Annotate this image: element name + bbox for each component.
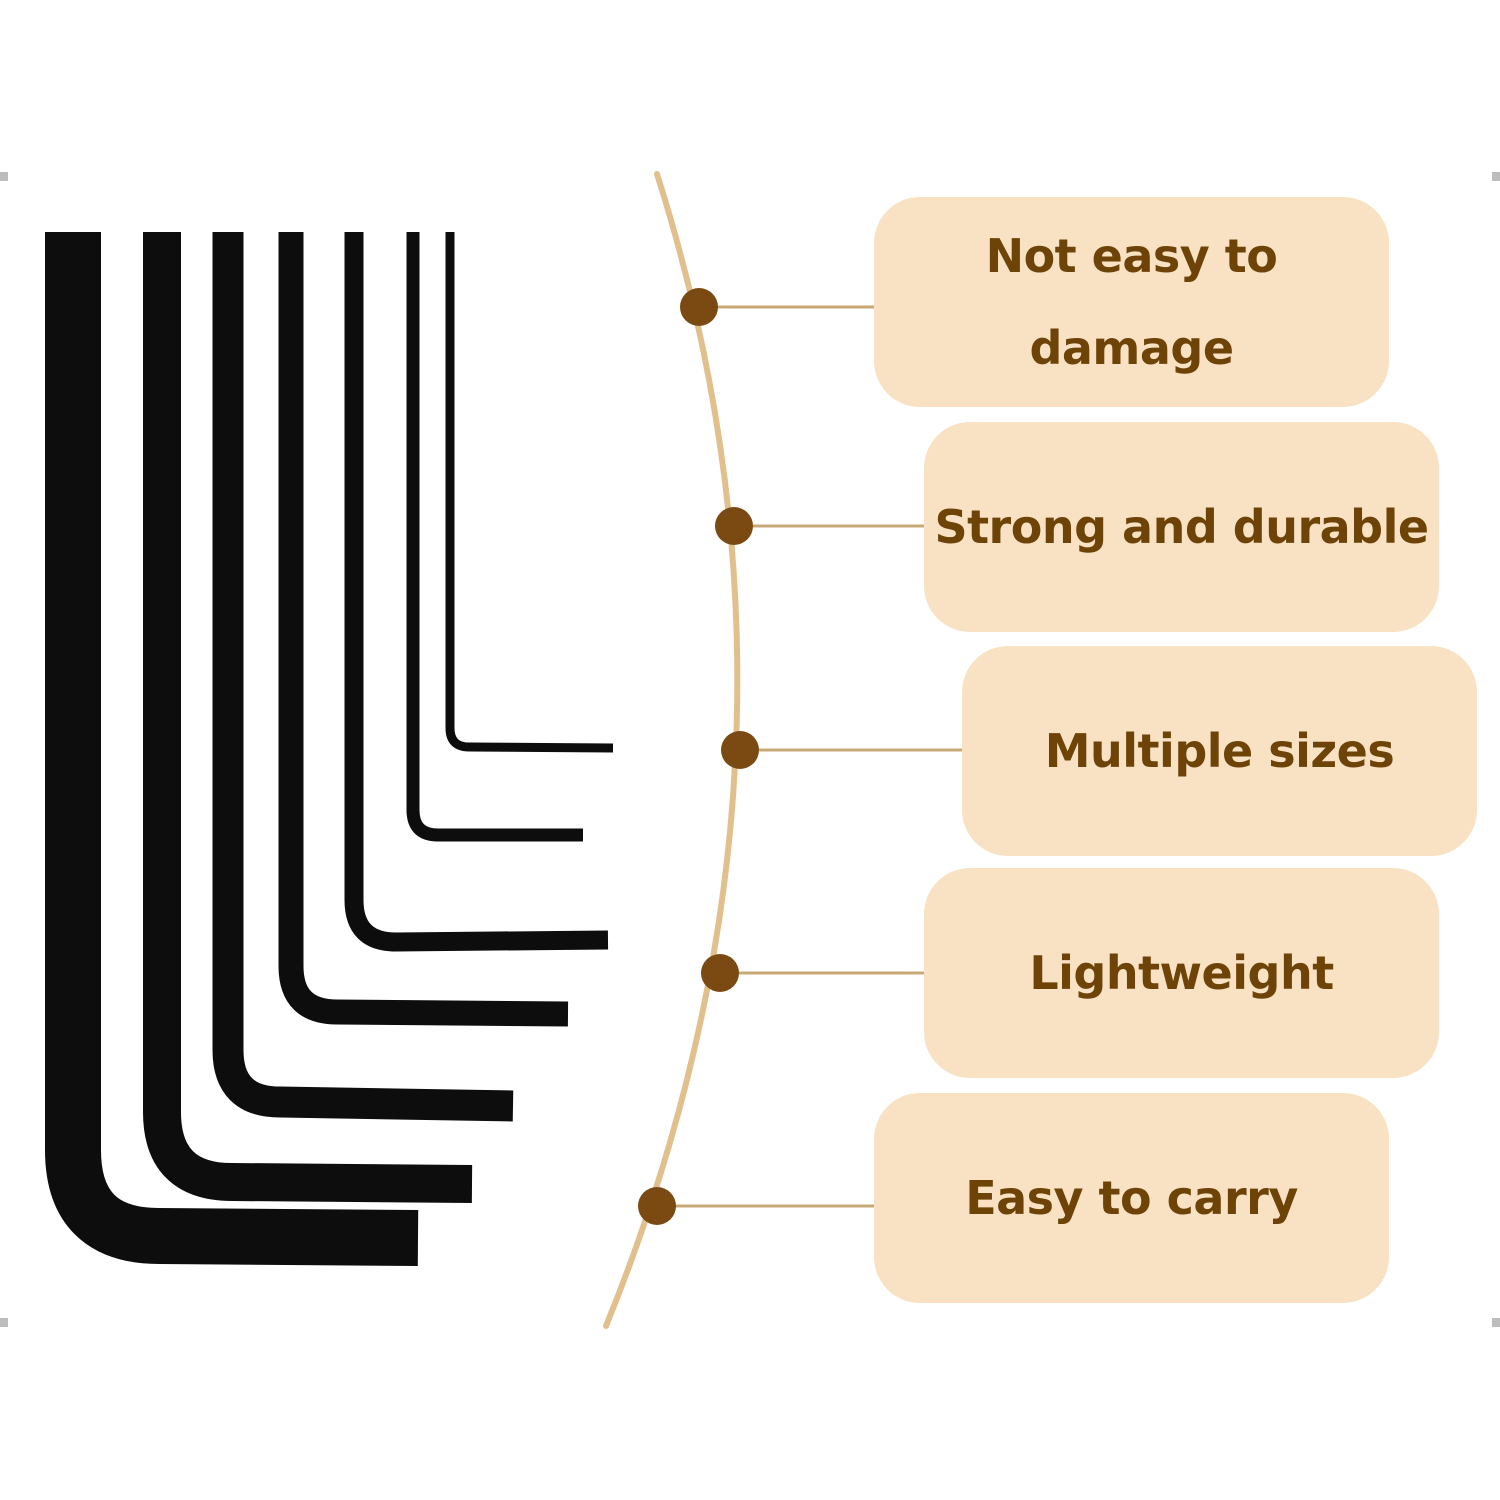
feature-label: Multiple sizes (1044, 724, 1395, 778)
connector-dot-1 (680, 288, 718, 326)
feature-label: Lightweight (1029, 946, 1334, 1000)
hex-key-4 (278, 232, 569, 1027)
feature-card-strong-and-durable: Strong and durable (924, 422, 1439, 632)
feature-label: Easy to carry (965, 1171, 1298, 1225)
connector-dot-3 (721, 731, 759, 769)
connector-lines (657, 305, 964, 1208)
feature-label: Strong and durable (934, 500, 1429, 554)
hex-key-5 (344, 232, 609, 952)
feature-card-lightweight: Lightweight (924, 868, 1439, 1078)
hex-key-1 (45, 232, 419, 1266)
connector-dot-4 (701, 954, 739, 992)
corner-marks (0, 172, 1500, 1327)
feature-card-multiple-sizes: Multiple sizes (962, 646, 1477, 856)
feature-card-not-easy-to-damage: Not easy to damage (874, 197, 1389, 407)
hex-key-7 (445, 232, 614, 753)
connector-dot-2 (715, 507, 753, 545)
feature-card-easy-to-carry: Easy to carry (874, 1093, 1389, 1303)
hex-key-set (45, 232, 614, 1266)
hex-key-3 (212, 232, 514, 1122)
connector-dots (638, 288, 759, 1225)
divider-arc (603, 171, 741, 1329)
hex-key-6 (406, 232, 583, 842)
hex-key-2 (143, 232, 473, 1203)
connector-dot-5 (638, 1187, 676, 1225)
feature-label: Not easy to damage (985, 229, 1278, 375)
